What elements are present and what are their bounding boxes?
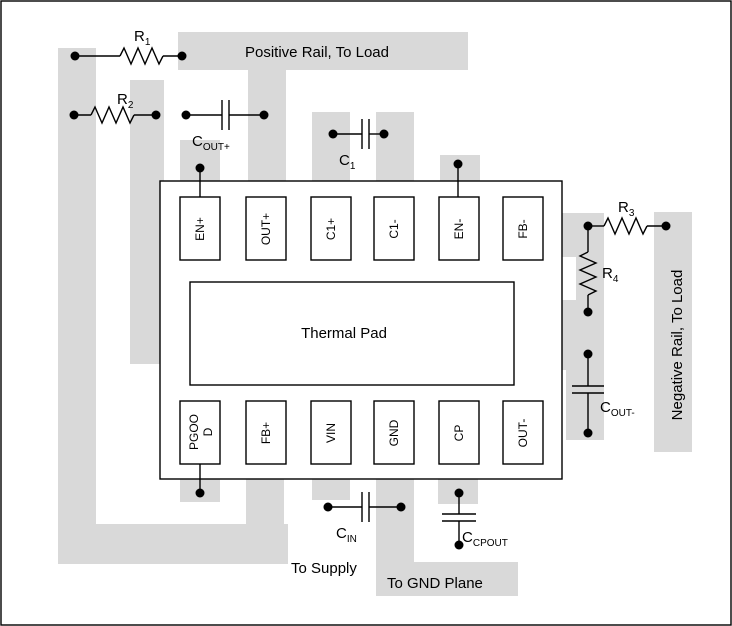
svg-text:R3: R3 xyxy=(618,199,635,219)
cin-sub: IN xyxy=(347,534,357,545)
c1-sub: 1 xyxy=(350,161,356,172)
negative-rail-label: Negative Rail, To Load xyxy=(669,270,686,421)
thermal-pad-label: Thermal Pad xyxy=(301,325,387,342)
resistor-r4: R4 xyxy=(578,226,619,317)
pin-en-minus: EN- xyxy=(452,219,466,240)
r1-sub: 1 xyxy=(145,37,151,48)
c1-label: C xyxy=(339,152,350,169)
cout-plus-sub: OUT+ xyxy=(203,142,230,153)
cin-label: C xyxy=(336,525,347,542)
capacitor-ccpout: CCPOUT xyxy=(442,488,508,550)
to-gnd-plane-label: To GND Plane xyxy=(387,575,483,592)
svg-text:CCPOUT: CCPOUT xyxy=(462,529,508,549)
resistor-r2: R2 xyxy=(69,91,161,125)
pin-c1-plus: C1+ xyxy=(324,218,338,240)
resistor-r1: R1 xyxy=(70,28,187,66)
capacitor-cout-minus: COUT- xyxy=(572,349,635,438)
to-supply-label: To Supply xyxy=(291,560,357,577)
r1-label: R xyxy=(134,28,145,45)
top-pins: EN+ OUT+ C1+ C1- EN- FB- xyxy=(179,196,544,261)
pin-pgood: PGOO D xyxy=(187,414,215,450)
capacitor-c1: C1 xyxy=(328,119,389,172)
svg-text:R1: R1 xyxy=(134,28,151,48)
resistor-r3: R3 xyxy=(583,199,671,236)
cout-minus-sub: OUT- xyxy=(611,408,635,419)
ccpout-sub: CPOUT xyxy=(473,538,508,549)
svg-text:R2: R2 xyxy=(117,91,134,111)
pin-vin: VIN xyxy=(324,423,338,443)
pin-fb-minus: FB- xyxy=(516,219,530,238)
r3-sub: 3 xyxy=(629,208,635,219)
capacitor-cin: CIN xyxy=(323,492,406,545)
svg-text:CIN: CIN xyxy=(336,525,357,545)
pin-out-plus: OUT+ xyxy=(259,213,273,245)
r4-sub: 4 xyxy=(613,274,619,285)
r2-label: R xyxy=(117,91,128,108)
pin-pgood-line-1: PGOO xyxy=(187,414,201,450)
thermal-pad xyxy=(189,281,515,386)
r2-sub: 2 xyxy=(128,100,134,111)
pin-c1-minus: C1- xyxy=(387,219,401,238)
pin-en-plus: EN+ xyxy=(193,217,207,241)
r4-label: R xyxy=(602,265,613,282)
ccpout-label: C xyxy=(462,529,473,546)
svg-text:R4: R4 xyxy=(602,265,619,285)
positive-rail-label: Positive Rail, To Load xyxy=(245,44,389,61)
svg-text:COUT+: COUT+ xyxy=(192,133,230,153)
svg-text:COUT-: COUT- xyxy=(600,399,635,419)
pgood-connection xyxy=(195,464,205,498)
pin-pgood-line-2: D xyxy=(201,427,215,436)
enable-connections xyxy=(195,159,463,197)
pin-gnd: GND xyxy=(387,419,401,446)
pin-out-minus: OUT- xyxy=(516,419,530,448)
pin-cp: CP xyxy=(452,425,466,442)
cout-plus-label: C xyxy=(192,133,203,150)
cout-minus-label: C xyxy=(600,399,611,416)
capacitor-cout-plus: COUT+ xyxy=(181,100,269,153)
r3-label: R xyxy=(618,199,629,216)
svg-text:C1: C1 xyxy=(339,152,356,172)
bottom-pins: PGOO D FB+ VIN GND CP OUT- xyxy=(179,400,544,465)
pin-fb-plus: FB+ xyxy=(259,422,273,444)
